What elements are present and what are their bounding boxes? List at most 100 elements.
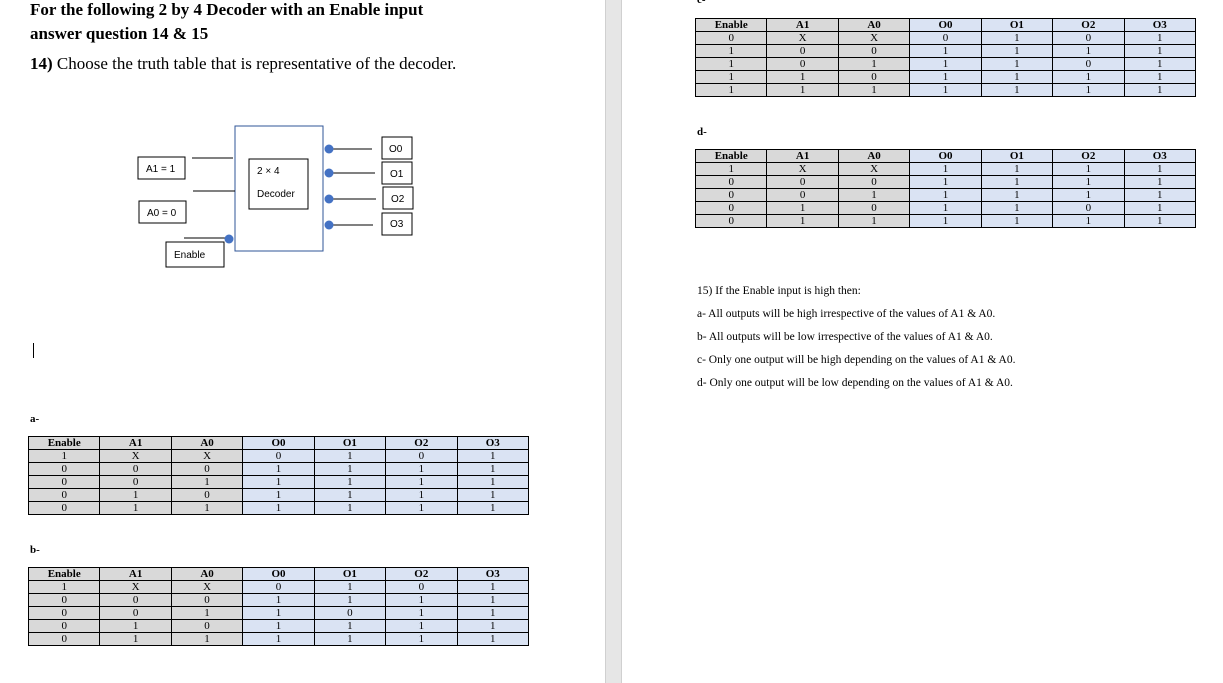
table-cell: 1 (456, 488, 530, 502)
table-cell: 1 (242, 632, 315, 646)
output-o0-label: O0 (389, 144, 403, 155)
decoder-label-box (248, 158, 309, 210)
table-cell: 1 (837, 214, 911, 228)
table-cell: 1 (837, 57, 911, 71)
output-o3-label: O3 (390, 219, 404, 230)
output-o1-label: O1 (390, 169, 404, 180)
column-header: Enable (27, 436, 101, 450)
enable-input-label: Enable (174, 250, 206, 261)
decoder-size-label: 2 × 4 (257, 166, 280, 177)
table-cell: 1 (1052, 214, 1125, 228)
column-header: O1 (980, 149, 1054, 163)
table-cell: 1 (837, 188, 911, 202)
table-cell: X (170, 580, 244, 594)
table-cell: 1 (170, 501, 244, 515)
table-cell: 1 (766, 70, 839, 84)
column-header: O3 (1123, 149, 1197, 163)
table-cell: 1 (313, 488, 387, 502)
heading: For the following 2 by 4 Decoder with an… (30, 0, 423, 46)
table-cell: 1 (242, 619, 315, 633)
column-header: O0 (242, 436, 315, 450)
column-header: O2 (1052, 18, 1125, 32)
table-cell: 0 (1052, 201, 1125, 215)
table-cell: 0 (27, 501, 101, 515)
table-cell: X (170, 449, 244, 463)
column-header: A1 (99, 436, 172, 450)
table-cell: 0 (313, 606, 387, 620)
table-cell: 0 (170, 488, 244, 502)
table-cell: 1 (170, 632, 244, 646)
table-cell: 1 (837, 83, 911, 97)
decoder-diagram: 2 × 4 Decoder A1 = 1 A0 = 0 Enable O0 O1… (137, 125, 414, 268)
table-cell: 1 (27, 580, 101, 594)
table-cell: X (837, 162, 911, 176)
page-gutter (605, 0, 622, 683)
table-cell: 1 (456, 475, 530, 489)
table-cell: 1 (1123, 83, 1197, 97)
column-header: A1 (766, 18, 839, 32)
table-cell: 1 (1123, 175, 1197, 189)
table-cell: 1 (909, 83, 982, 97)
table-cell: X (99, 580, 172, 594)
table-cell: 0 (99, 593, 172, 607)
table-cell: 0 (27, 593, 101, 607)
table-cell: 1 (456, 593, 530, 607)
column-header: O1 (313, 436, 387, 450)
table-cell: 1 (909, 44, 982, 58)
enable-pin (224, 234, 234, 244)
table-cell: 1 (456, 462, 530, 476)
table-cell: 1 (1052, 44, 1125, 58)
table-cell: 1 (99, 619, 172, 633)
column-header: O1 (313, 567, 387, 581)
decoder-name-label: Decoder (257, 189, 295, 200)
table-cell: X (837, 31, 911, 45)
table-cell: 1 (909, 188, 982, 202)
a0-input-label: A0 = 0 (147, 208, 177, 219)
table-cell: 0 (27, 488, 101, 502)
table-cell: 1 (980, 188, 1054, 202)
table-cell: 0 (1052, 31, 1125, 45)
table-cell: 0 (766, 57, 839, 71)
table-cell: 1 (313, 449, 387, 463)
table-cell: 1 (1052, 83, 1125, 97)
table-cell: 1 (27, 449, 101, 463)
table-cell: 1 (909, 214, 982, 228)
column-header: O1 (980, 18, 1054, 32)
table-cell: 1 (313, 632, 387, 646)
table-cell: 1 (1123, 201, 1197, 215)
table-cell: 1 (694, 162, 768, 176)
table-cell: 1 (694, 44, 768, 58)
table-cell: 1 (1052, 162, 1125, 176)
column-header: O3 (456, 436, 530, 450)
table-cell: 1 (980, 175, 1054, 189)
table-cell: 1 (385, 501, 458, 515)
table-cell: 0 (170, 619, 244, 633)
table-cell: 1 (1123, 57, 1197, 71)
table-cell: 1 (766, 201, 839, 215)
table-cell: 0 (694, 31, 768, 45)
table-cell: 1 (909, 57, 982, 71)
column-header: O0 (242, 567, 315, 581)
question-14: 14) Choose the truth table that is repre… (30, 54, 456, 74)
question-number: 14) (30, 54, 53, 73)
table-cell: 1 (1123, 214, 1197, 228)
table-cell: 1 (456, 501, 530, 515)
table-cell: 0 (766, 175, 839, 189)
table-cell: 0 (837, 70, 911, 84)
